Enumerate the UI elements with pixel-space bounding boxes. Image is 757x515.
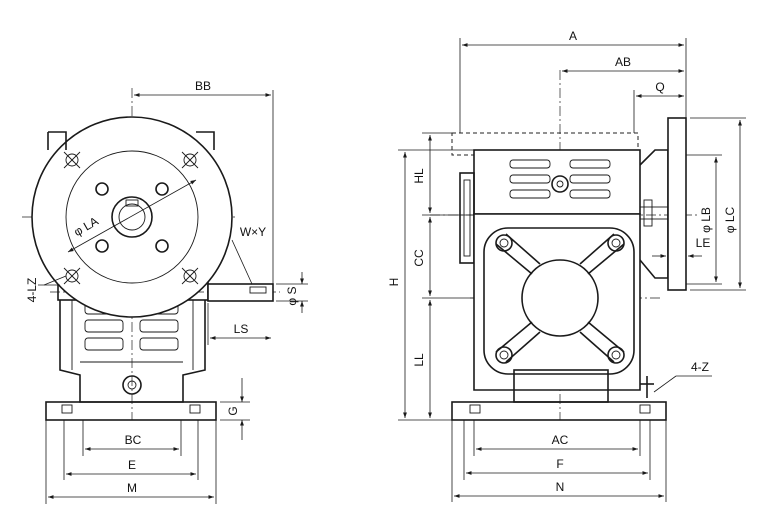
front-view — [22, 88, 308, 504]
label-F: F — [556, 457, 563, 471]
label-A: A — [569, 29, 577, 43]
side-view — [398, 38, 746, 502]
label-LS: LS — [234, 322, 249, 336]
label-H: H — [387, 278, 401, 287]
label-LL: LL — [412, 353, 426, 367]
output-flange — [31, 116, 233, 318]
label-AC: AC — [552, 433, 569, 447]
shaft-bore — [521, 259, 599, 337]
label-4-LZ: 4-LZ — [25, 278, 39, 303]
label-E: E — [128, 458, 136, 472]
side-flange-bolts — [495, 234, 625, 364]
label-Q: Q — [655, 80, 664, 94]
label-CC: CC — [412, 249, 426, 267]
label-BB: BB — [195, 79, 211, 93]
label-M: M — [127, 481, 137, 495]
label-S: φ S — [285, 286, 299, 305]
side-base-plate — [451, 401, 667, 421]
label-HL: HL — [412, 168, 426, 184]
label-LC: φ LC — [723, 206, 737, 233]
label-G: G — [226, 406, 240, 415]
label-WY: W×Y — [240, 225, 266, 239]
upper-fins — [509, 159, 611, 199]
label-LE: LE — [696, 236, 711, 250]
front-base-plate — [45, 401, 217, 421]
label-4-Z: 4-Z — [691, 360, 709, 374]
label-LB: φ LB — [699, 207, 713, 233]
upper-housing — [473, 149, 641, 215]
motor-flange — [667, 117, 687, 291]
label-N: N — [556, 480, 565, 494]
input-shaft — [207, 283, 274, 302]
label-AB: AB — [615, 55, 631, 69]
side-flange — [483, 227, 635, 375]
label-BC: BC — [125, 433, 142, 447]
